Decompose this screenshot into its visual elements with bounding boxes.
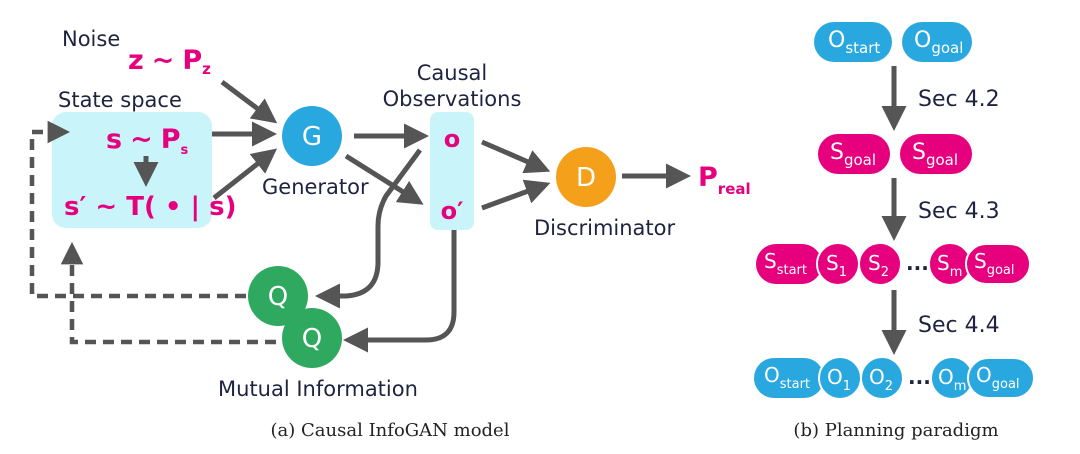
observation-o-prime: o′ [441,197,464,225]
o-2-text: O2 [869,365,893,394]
q-letter-2: Q [302,324,322,354]
o-1-text: O1 [827,365,851,394]
s-goal-end-pill [965,243,1031,285]
sec-4-2-label: Sec 4.2 [918,87,1000,112]
o-prime-to-discriminator-arrow [481,179,551,211]
o-goal-pill [902,22,972,62]
s-1-text: S1 [826,251,847,280]
causal-infogan-model-panel: Noise z~Pz State space s~Ps s′ ~ T( • | … [29,27,751,441]
s-2-text: S2 [868,251,889,280]
causal-label-line1: Causal [417,61,488,85]
causal-observations-box [430,112,474,230]
s-goal-end-text: Sgoal [974,249,1015,278]
p-real: Preal [698,162,751,198]
q-node-1 [248,266,308,326]
o-start-plan-text: Ostart [764,363,810,392]
o-goal-plan-pill [967,357,1035,399]
row-observation-plan: Ostart O1 O2 ... Om Ogoal [754,356,1035,400]
state-space-box [52,112,212,228]
s-start-pill [756,244,822,284]
o-start-pill [814,22,892,62]
causal-label-line2: Observations [383,87,522,111]
generator-to-o-prime-arrow [344,153,424,205]
q-node-2 [282,308,342,368]
o-m-text: Om [938,365,966,394]
noise-variable: z~Pz [128,45,211,78]
o-2-node [860,356,904,400]
sec-4-4-label: Sec 4.4 [918,313,1000,338]
s-goal-text-2: Sgoal [912,140,958,169]
generator-node [282,106,342,166]
s-goal-pill-1 [818,134,890,174]
sec-4-3-label: Sec 4.3 [918,199,1000,224]
state-sample: s~Ps [106,124,189,158]
q1-feedback-dashed-arrow [29,120,246,299]
generator-label: Generator [262,175,369,199]
o-start-text: Ostart [828,28,880,57]
o-ellipsis: ... [908,365,931,389]
o-start-plan-pill [754,358,824,398]
o-to-discriminator-arrow [481,139,551,174]
transition-expression: s′ ~ T( • | s) [64,192,236,222]
s-goal-text-1: Sgoal [830,140,876,169]
o-goal-plan-text: Ogoal [976,363,1020,392]
q2-feedback-dashed-arrow [60,241,276,345]
s-2-node [858,242,902,286]
row-state-plan: Sstart S1 S2 ... Sm Sgoal [756,242,1031,286]
noise-to-generator-arrow [220,80,278,124]
discriminator-letter: D [576,163,596,193]
s-m-text: Sm [937,251,962,280]
s-start-text: Sstart [764,249,807,278]
generator-letter: G [302,122,322,152]
left-caption: (a) Causal InfoGAN model [271,420,510,441]
discriminator-label: Discriminator [534,216,676,240]
s-goal-pill-2 [900,134,972,174]
row-observations-start-goal: Ostart Ogoal [814,22,972,62]
state-space-label: State space [58,88,182,112]
s-ellipsis: ... [906,251,929,275]
planning-paradigm-panel: Sec 4.2 Sec 4.3 Sec 4.4 Ostart Ogoal Sgo… [754,22,1035,441]
row-states-goal: Sgoal Sgoal [818,134,972,174]
o-goal-text: Ogoal [914,28,963,57]
q-letter-1: Q [268,282,288,312]
noise-label: Noise [62,27,120,51]
right-caption: (b) Planning paradigm [793,420,998,441]
mutual-information-label: Mutual Information [218,377,418,401]
o-to-q1-arrow [315,148,423,309]
next-state-to-generator-arrow [212,148,278,200]
observation-o: o [444,125,461,153]
discriminator-node [556,147,616,207]
o-prime-to-q2-arrow [343,230,457,353]
